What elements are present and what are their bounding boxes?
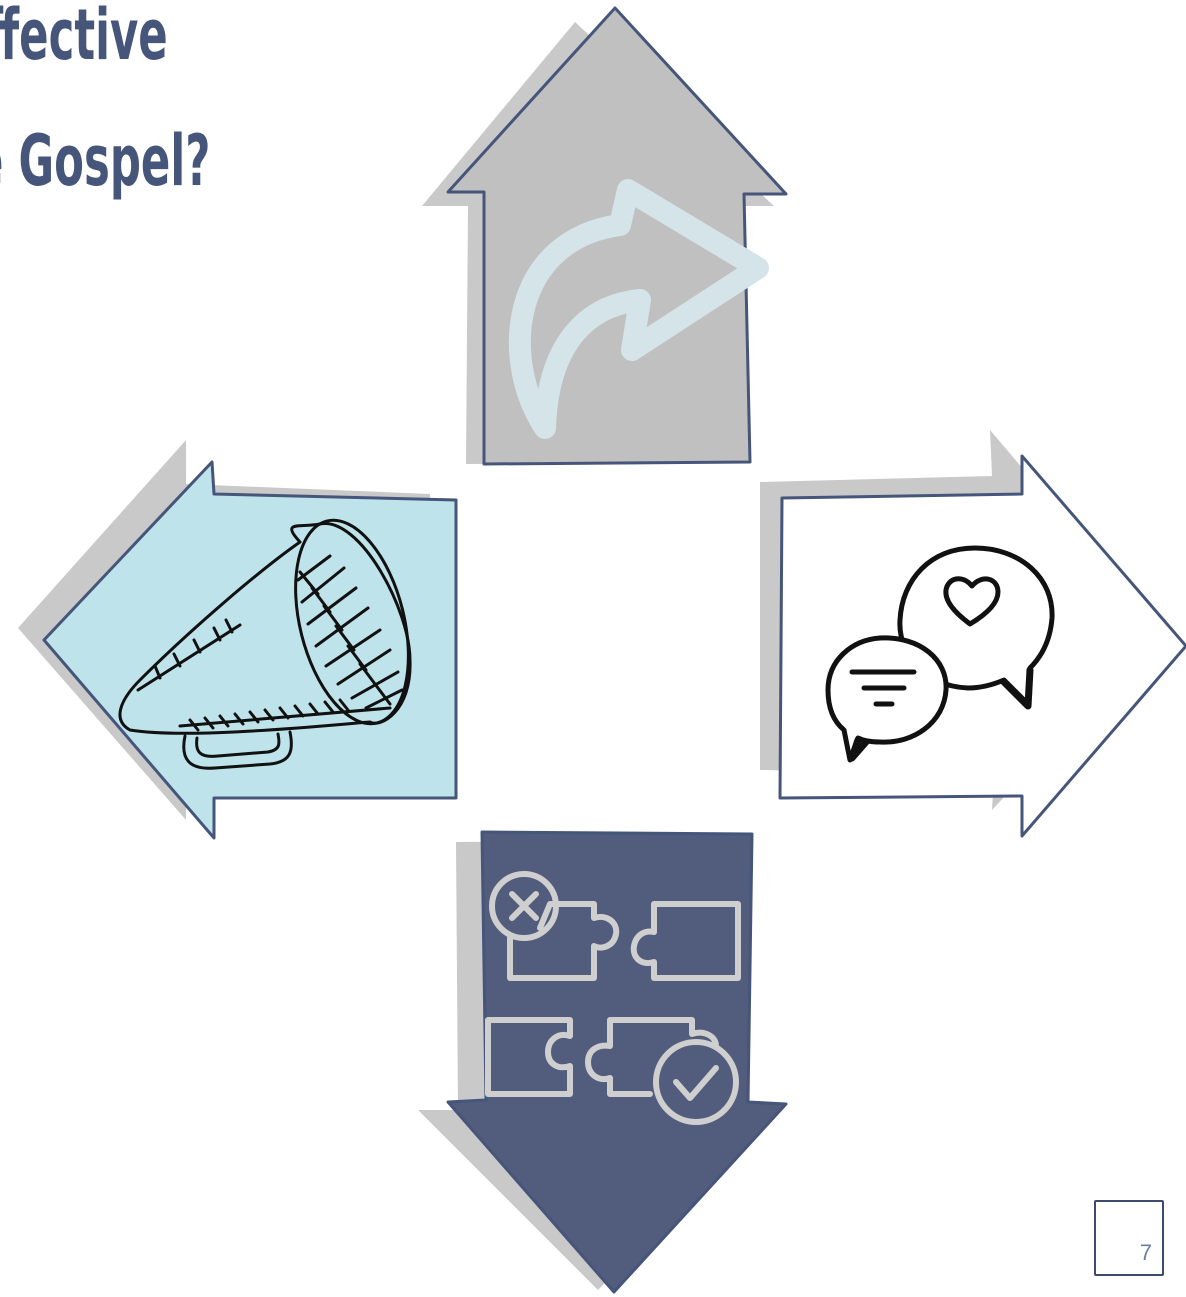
down-arrow <box>418 832 786 1292</box>
up-arrow <box>422 8 786 464</box>
left-arrow <box>18 440 456 838</box>
right-arrow <box>760 430 1186 836</box>
page-number-box: 7 <box>1094 1200 1164 1276</box>
page-number: 7 <box>1140 1240 1152 1266</box>
